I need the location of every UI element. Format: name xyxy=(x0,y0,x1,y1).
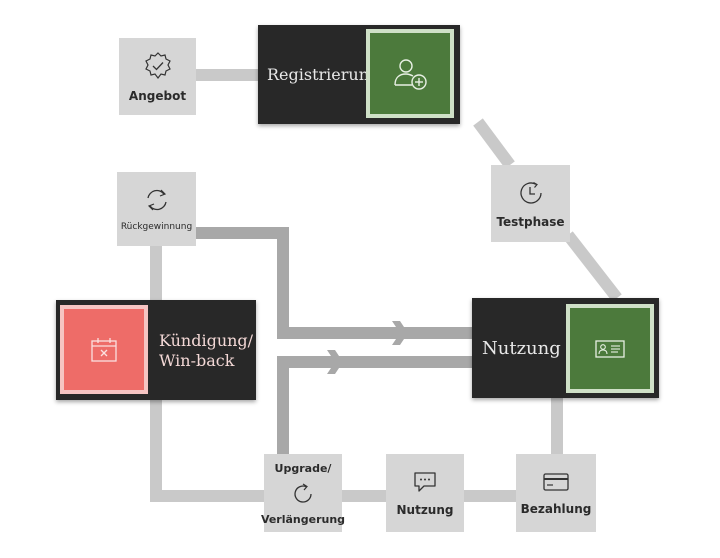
node-testphase[interactable]: Testphase xyxy=(491,165,570,242)
connector-upgrade-nutzung-main xyxy=(277,356,472,454)
arrow-head-upgrade xyxy=(327,350,343,374)
testphase-label: Testphase xyxy=(496,214,565,229)
connector-testphase-nutzung xyxy=(563,231,622,302)
node-nutzung-main[interactable]: Nutzung xyxy=(472,298,659,398)
registrierung-tile xyxy=(366,29,454,118)
kuendigung-label-line2: Win-back xyxy=(159,351,235,370)
angebot-label: Angebot xyxy=(128,88,187,103)
badge-check-icon xyxy=(144,51,171,79)
nutzung-main-label: Nutzung xyxy=(482,338,561,359)
connector-kuendigung-upgrade xyxy=(150,400,264,502)
arrow-head-rueckgewinnung xyxy=(392,321,408,345)
connector-rueckgewinnung-nutzung xyxy=(196,227,472,339)
node-registrierung[interactable]: Registrierung xyxy=(258,25,460,124)
upgrade-label-line1: Upgrade/ xyxy=(274,462,332,475)
node-upgrade[interactable]: Upgrade/ Verlängerung xyxy=(260,454,346,532)
connector-registrierung-testphase xyxy=(473,118,515,169)
chat-icon xyxy=(414,472,436,492)
bezahlung-label: Bezahlung xyxy=(520,502,592,516)
kuendigung-label-line1: Kündigung/ xyxy=(159,331,254,350)
registrierung-label: Registrierung xyxy=(267,65,380,84)
node-angebot[interactable]: Angebot xyxy=(119,38,196,115)
credit-card-icon xyxy=(543,473,569,491)
refresh-icon xyxy=(146,189,167,211)
kuendigung-label: Kündigung/ Win-back xyxy=(159,331,253,371)
node-nutzung-small[interactable]: Nutzung xyxy=(386,454,464,532)
user-add-icon xyxy=(394,58,427,90)
nutzung-main-tile xyxy=(566,304,654,393)
id-card-icon xyxy=(595,339,625,358)
renew-icon xyxy=(294,483,312,503)
clock-icon xyxy=(519,181,542,204)
kuendigung-tile xyxy=(60,305,148,394)
node-bezahlung[interactable]: Bezahlung xyxy=(516,454,596,532)
rueckgewinnung-label: Rückgewinnung xyxy=(120,222,193,232)
calendar-cancel-icon xyxy=(91,337,117,362)
node-kuendigung[interactable]: Kündigung/ Win-back xyxy=(56,300,256,400)
nutzung-small-label: Nutzung xyxy=(396,503,454,517)
upgrade-label-line2: Verlängerung xyxy=(260,513,346,526)
node-rueckgewinnung[interactable]: Rückgewinnung xyxy=(117,172,196,246)
